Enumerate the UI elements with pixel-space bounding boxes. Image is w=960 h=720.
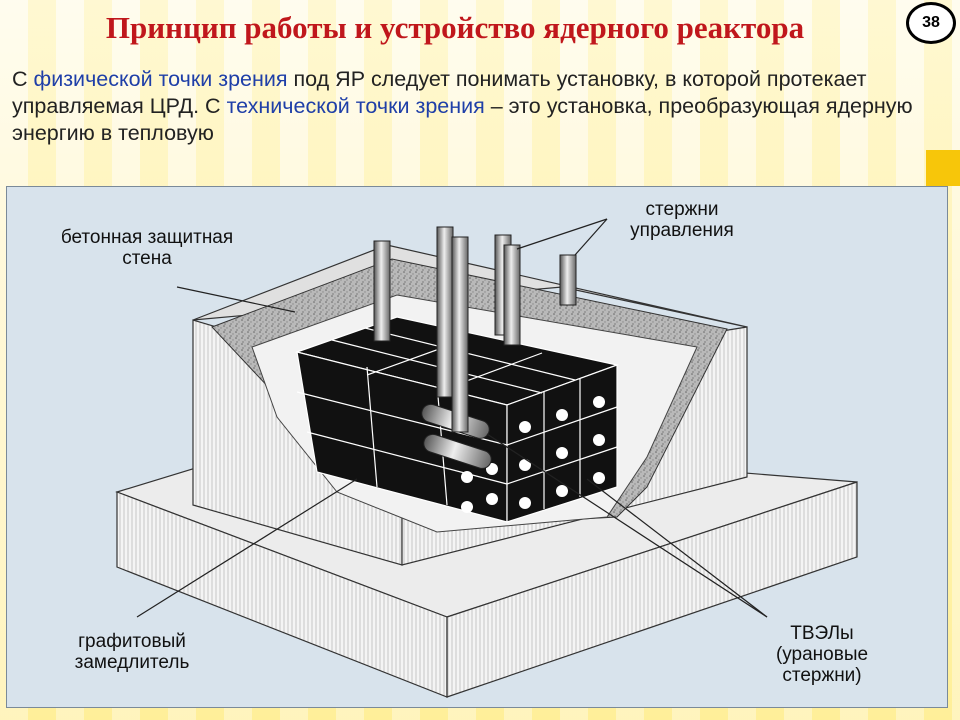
label-line: бетонная защитная [60,227,234,248]
slide-title: Принцип работы и устройство ядерного реа… [105,10,805,45]
label-graphite-moderator: графитовый замедлитель [37,631,227,673]
label-line: стена [122,248,172,269]
leader-lines [136,218,768,618]
core-right-face [506,364,618,523]
intro-part: под ЯР следует понимать установку, в кот… [12,67,867,118]
control-rods [373,226,577,433]
label-fuel-rods: ТВЭЛы (урановые стержни) [747,623,897,686]
fuel-holes [461,396,605,513]
slide-number-badge: 38 [906,2,956,44]
intro-text: С физической точки зрения под ЯР следует… [12,66,952,147]
reactor-diagram-panel: бетонная защитная стена стержни управлен… [6,186,948,708]
label-concrete-wall: бетонная защитная стена [37,227,257,269]
intro-part: – это установка, преобразующая ядерную э… [12,94,913,145]
label-line: управления [630,220,734,241]
label-line: ТВЭЛы [790,623,854,644]
label-line: (урановые [775,644,869,665]
intro-part: С [12,67,34,91]
label-line: замедлитель [74,652,190,673]
label-line: графитовый [78,631,186,652]
intro-highlight-physical: физической точки зрения [33,67,288,91]
reactor-diagram [115,218,858,698]
intro-highlight-technical: технической точки зрения [226,94,485,118]
decor-block [926,150,960,186]
base-right-face [446,481,858,698]
label-control-rods: стержни управления [597,199,767,241]
label-line: стержни) [782,665,862,686]
label-line: стержни [645,199,719,220]
